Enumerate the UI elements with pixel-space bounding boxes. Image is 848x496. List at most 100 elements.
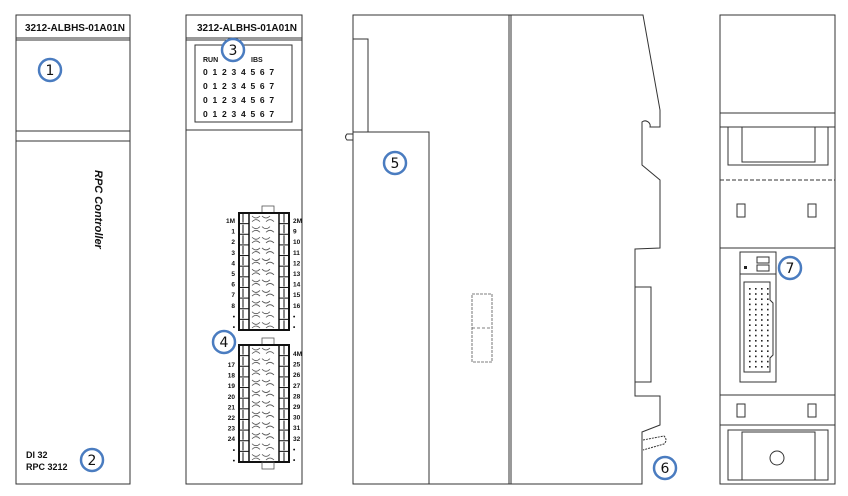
connector-pin — [755, 293, 757, 295]
terminal-label: • — [293, 457, 296, 464]
connector-pin — [761, 288, 763, 290]
terminal-label: 31 — [293, 425, 301, 432]
callout-5: 5 — [382, 150, 408, 176]
connector-pin — [761, 319, 763, 321]
connector-pin — [755, 308, 757, 311]
run-label: RUN — [203, 57, 218, 64]
terminal-label: 18 — [228, 373, 236, 380]
terminal-label: 14 — [293, 282, 301, 289]
led-row: 0 1 2 3 4 5 6 7 — [203, 109, 275, 119]
terminal-label: • — [293, 446, 296, 453]
connector-pin — [767, 340, 769, 342]
connector-pin — [755, 329, 757, 332]
product-title: RPC Controller — [92, 170, 104, 250]
connector-pin — [767, 334, 769, 337]
led-row: 0 1 2 3 4 5 6 7 — [203, 67, 275, 77]
connector-pin — [761, 355, 763, 358]
front-view-open: 3212-ALBHS-01A01N RUN IBS 0 1 2 3 4 5 6 … — [185, 14, 303, 485]
terminal-label: 16 — [293, 303, 301, 310]
connector-pin — [767, 350, 769, 352]
svg-text:2: 2 — [88, 453, 97, 469]
connector-pin — [749, 329, 751, 332]
connector-pin — [749, 303, 751, 306]
terminal-label: • — [233, 324, 236, 331]
ibs-label: IBS — [251, 57, 263, 64]
connector-pin — [749, 360, 751, 363]
terminal-label: 2 — [231, 239, 235, 246]
terminal-label: • — [233, 313, 236, 320]
terminal-label: • — [233, 457, 236, 464]
rear-view — [719, 14, 836, 485]
terminal-label: 4M — [293, 351, 302, 358]
connector-pin — [761, 366, 763, 368]
connector-pin — [767, 298, 769, 300]
connector-pin — [767, 303, 769, 306]
connector-pin — [767, 366, 769, 368]
connector-pin — [761, 324, 763, 326]
terminal-label: 22 — [228, 415, 236, 422]
connector-pin — [767, 360, 769, 363]
connector-pin — [755, 319, 757, 321]
connector-pin — [767, 308, 769, 311]
connector-pin — [767, 314, 769, 316]
connector-pin — [755, 324, 757, 326]
svg-text:5: 5 — [391, 156, 400, 172]
svg-text:7: 7 — [786, 261, 795, 277]
connector-pin — [749, 345, 751, 347]
connector-pin — [755, 350, 757, 352]
terminal-label: 6 — [231, 282, 235, 289]
terminal-label: • — [293, 324, 296, 331]
connector-pin — [755, 288, 757, 290]
terminal-label: 24 — [228, 436, 236, 443]
led-row: 0 1 2 3 4 5 6 7 — [203, 95, 275, 105]
front-view-closed: 3212-ALBHS-01A01N RPC Controller DI 32 R… — [15, 14, 131, 485]
connector-pin — [749, 298, 751, 300]
terminal-label: 23 — [228, 426, 236, 433]
terminal-label: • — [293, 313, 296, 320]
connector-pin — [755, 298, 757, 300]
connector-pin — [749, 334, 751, 337]
connector-pin — [755, 340, 757, 342]
backplane-connector — [743, 281, 774, 373]
connector-pin — [755, 303, 757, 306]
connector-pin — [749, 293, 751, 295]
terminal-label: 27 — [293, 383, 301, 390]
callout-6: 6 — [652, 455, 678, 481]
connector-pin — [749, 314, 751, 316]
terminal-label: 30 — [293, 415, 301, 422]
connector-pin — [755, 366, 757, 368]
connector-pin — [755, 334, 757, 337]
connector-pin — [767, 293, 769, 295]
callout-4: 4 — [211, 329, 237, 355]
connector-pin — [761, 314, 763, 316]
terminal-label: 13 — [293, 271, 301, 278]
terminal-label: 10 — [293, 239, 301, 246]
connector-pin — [767, 329, 769, 332]
terminal-label: 1 — [231, 229, 235, 236]
product-code: RPC 3212 — [26, 462, 68, 472]
connector-pin — [767, 345, 769, 347]
model-label: 3212-ALBHS-01A01N — [25, 23, 125, 34]
terminal-label: 8 — [231, 303, 235, 310]
terminal-label: 15 — [293, 292, 301, 299]
terminal-label: 17 — [228, 362, 236, 369]
led-row: 0 1 2 3 4 5 6 7 — [203, 81, 275, 91]
terminal-label: 1M — [226, 218, 235, 225]
connector-pin — [761, 360, 763, 363]
callout-7: 7 — [777, 255, 803, 281]
terminal-label: 11 — [293, 250, 300, 257]
terminal-label: 2M — [293, 218, 302, 225]
terminal-label: 20 — [228, 394, 236, 401]
connector-pin — [761, 303, 763, 306]
terminal-label: 32 — [293, 436, 301, 443]
connector-pin — [749, 340, 751, 342]
connector-pin — [767, 355, 769, 358]
connector-pin — [749, 324, 751, 326]
connector-pin — [749, 350, 751, 352]
terminal-label: 7 — [231, 292, 235, 299]
terminal-label: 4 — [231, 260, 235, 267]
spring-clip — [642, 435, 667, 451]
connector-pin — [749, 355, 751, 358]
connector-pin — [749, 308, 751, 311]
